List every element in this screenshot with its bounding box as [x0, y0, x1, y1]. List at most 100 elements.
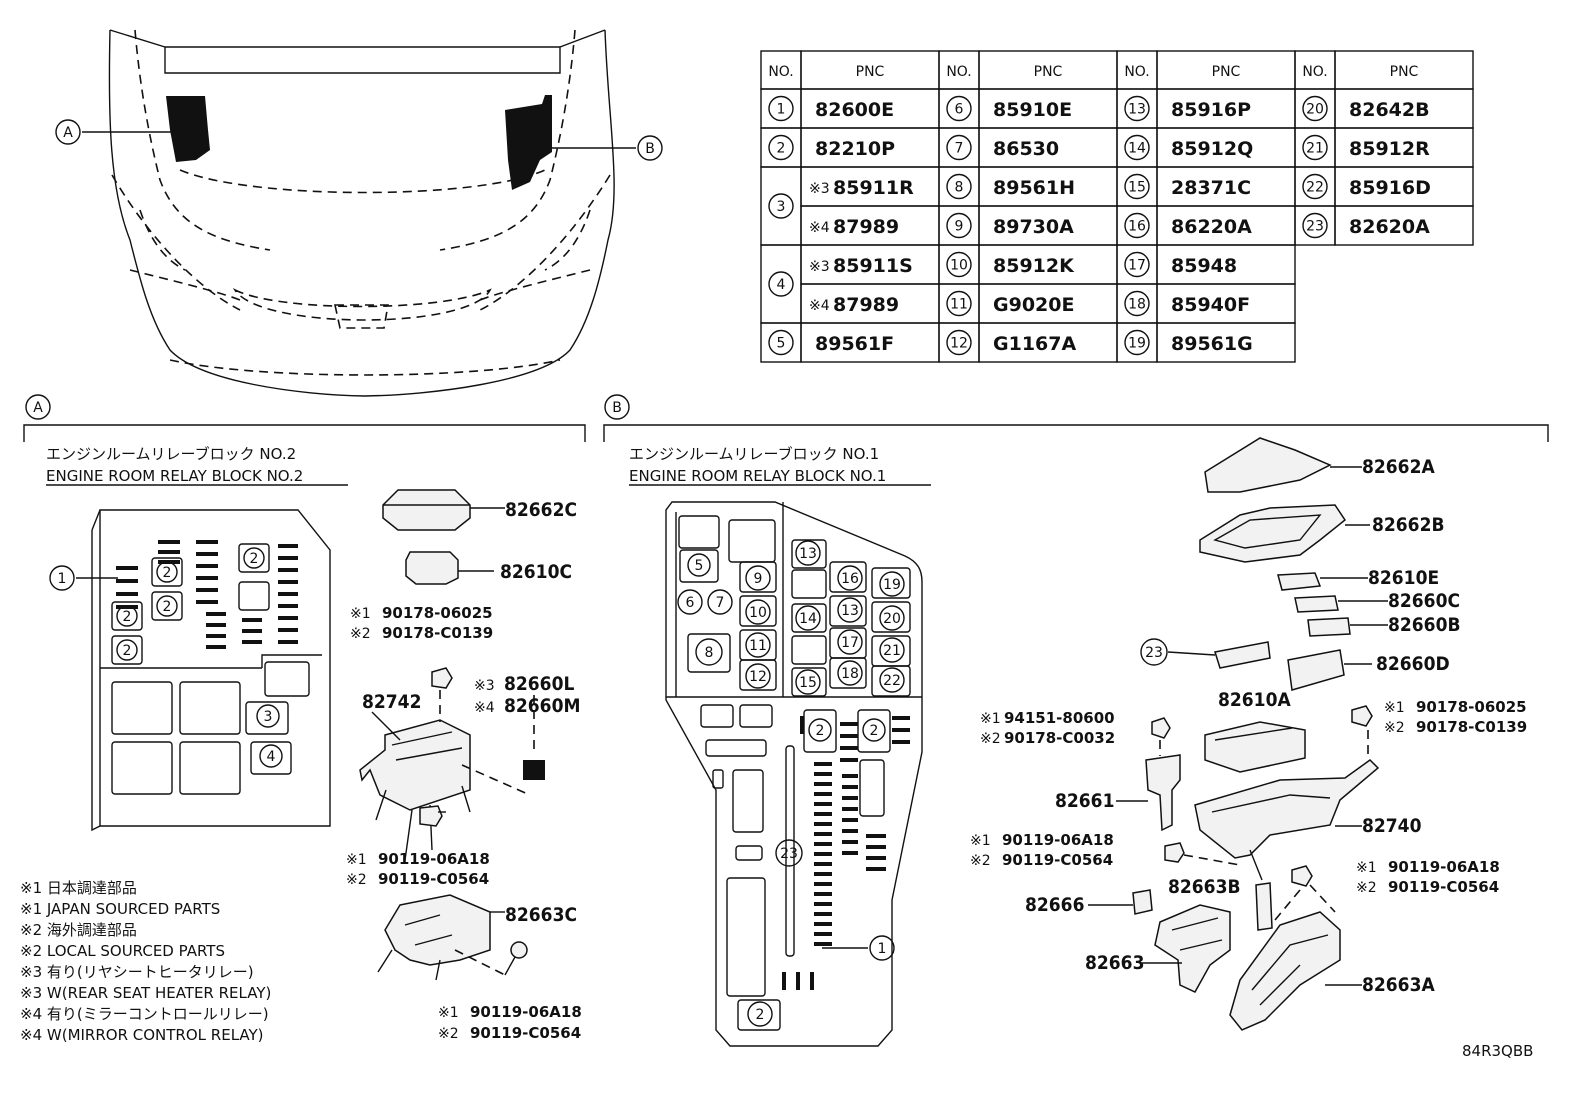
label-a-bolt2-2: 90119-C0564 [470, 1024, 581, 1042]
relay-slot [739, 561, 777, 593]
block-b-number: 22 [879, 667, 905, 693]
fuse-slot [814, 782, 832, 786]
label-b-clip-1: 94151-80600 [1004, 709, 1115, 727]
table-row-number-label: 22 [1306, 180, 1324, 196]
table-note: ※3 [809, 259, 830, 275]
block-b-number: 5 [687, 553, 711, 577]
block-b-number-label: 6 [686, 595, 695, 611]
table-header-pnc: PNC [1212, 64, 1241, 80]
block-a-number-label: 3 [264, 709, 273, 725]
table-row-number-label: 13 [1128, 102, 1146, 118]
table-cell-pnc [1156, 322, 1296, 363]
callout-a-label: A [63, 125, 73, 141]
relay-slot [687, 633, 731, 673]
block-b-number: 2 [747, 1001, 773, 1027]
block-b-number: 14 [795, 605, 821, 631]
block-b-number-label: 10 [749, 605, 767, 621]
block-b-number-label: 13 [799, 546, 817, 562]
relay-slot [791, 539, 827, 569]
part-82663b [1255, 882, 1273, 931]
table-pnc: G1167A [993, 333, 1076, 355]
table-row-number: 17 [1124, 251, 1150, 278]
note-b-clip-2: ※2 [980, 731, 1001, 747]
table-header-pnc: PNC [1390, 64, 1419, 80]
table-pnc: 85911S [833, 255, 913, 277]
fuse-slot [206, 645, 226, 649]
table-row-number: 13 [1124, 95, 1150, 122]
fuse-slot [116, 566, 138, 570]
fuse-slot [196, 540, 218, 544]
table-row-number-label: 15 [1128, 180, 1146, 196]
table-header-pnc: PNC [856, 64, 885, 80]
table-row-number: 4 [768, 271, 794, 297]
fuse-slot [800, 716, 804, 734]
block-b-number-label: 21 [883, 643, 901, 659]
table-row-number: 2 [768, 134, 794, 161]
table-pnc: 82210P [815, 138, 895, 160]
block-b-number-label: 19 [883, 577, 901, 593]
fuse-slot [814, 772, 832, 776]
label-b-nut-1: 90178-06025 [1416, 698, 1527, 716]
block-b-number: 15 [795, 669, 821, 695]
part-82620a [1167, 641, 1271, 669]
table-row-number-label: 7 [955, 141, 964, 157]
relay-slot [791, 603, 827, 633]
relay-slot [857, 709, 891, 753]
fuse-slot [196, 564, 218, 568]
table-cell-pnc [1334, 205, 1474, 246]
table-row-number-label: 20 [1306, 102, 1324, 118]
label-b-bolt2-2: 90119-C0564 [1388, 878, 1499, 896]
table-header-no: NO. [1124, 64, 1149, 80]
block-b-number-label: 2 [756, 1007, 765, 1023]
part-82610c [405, 551, 494, 585]
section-a-letter: A [33, 400, 43, 416]
block-b-number-label: 11 [749, 638, 767, 654]
label-82610c: 82610C [500, 561, 572, 583]
fuse-slot [840, 746, 858, 750]
legend-line-3: ※2 海外調達部品 [20, 921, 137, 939]
table-pnc: 85912Q [1171, 138, 1253, 160]
table-row-number-label: 2 [777, 141, 786, 157]
label-82666: 82666 [1025, 894, 1084, 916]
part-82610a [1204, 721, 1306, 773]
fuse-slot [840, 758, 858, 762]
note-82660l: ※3 [474, 678, 495, 694]
legend-line-5: ※3 有り(リヤシートヒータリレー) [20, 963, 254, 981]
table-row-number: 6 [946, 95, 972, 122]
block-b-number-label: 9 [754, 571, 763, 587]
relay-slot [679, 549, 719, 583]
relay-slot [829, 657, 867, 689]
label-82610a: 82610A [1218, 689, 1291, 711]
note-a-nut-2: ※2 [350, 626, 371, 642]
label-82660b: 82660B [1388, 614, 1461, 636]
fuse-slot [814, 932, 832, 936]
block-a-number-label: 2 [250, 551, 259, 567]
section-a-title-jp: エンジンルームリレーブロック NO.2 [46, 445, 296, 463]
table-row-number: 1 [768, 95, 794, 122]
block-b-number: 12 [745, 663, 771, 689]
label-82662a: 82662A [1362, 456, 1435, 478]
label-b-nut-2: 90178-C0139 [1416, 718, 1527, 736]
note-b-nut-2: ※2 [1384, 720, 1405, 736]
label-82660m: 82660M [504, 695, 580, 717]
table-row-number: 8 [946, 173, 972, 200]
block-b-number-label: 16 [841, 571, 859, 587]
note-a-bolt1-1: ※1 [346, 852, 367, 868]
block-a-number-label: 4 [267, 749, 276, 765]
table-pnc: 82620A [1349, 216, 1430, 238]
part-82740 [1194, 730, 1380, 881]
relay-slot [111, 601, 143, 631]
fuse-slot [842, 796, 858, 800]
relay-slot [151, 557, 183, 587]
legend-line-7: ※4 有り(ミラーコントロールリレー) [20, 1005, 269, 1023]
fuse-slot [278, 604, 298, 608]
fuse-slot [278, 544, 298, 548]
table-header-no: NO. [1302, 64, 1327, 80]
block-b-number: 1 [869, 935, 895, 961]
fuse-slot [814, 762, 832, 766]
part-82661 [1116, 754, 1181, 832]
part-82662c [382, 489, 505, 531]
block-b-number: 16 [837, 565, 863, 591]
